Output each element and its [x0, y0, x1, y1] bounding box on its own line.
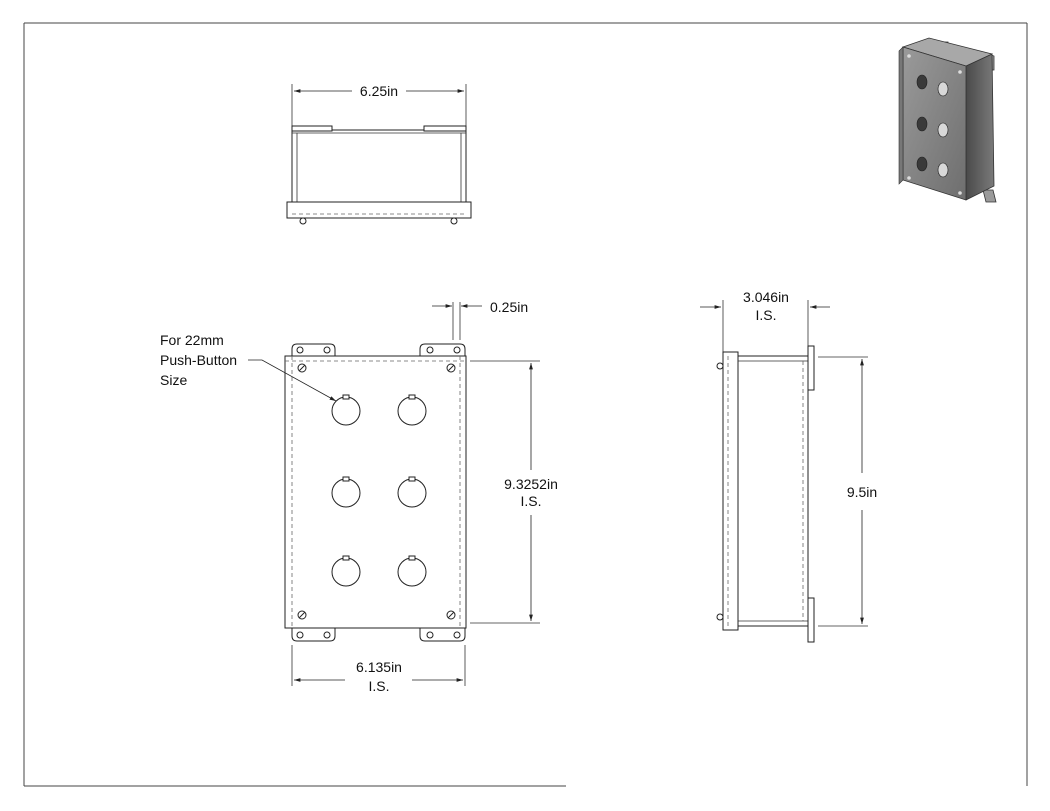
- dim-inner-width-note: I.S.: [368, 678, 389, 694]
- dim-top-width: 6.25in: [360, 83, 398, 99]
- top-view: 6.25in: [286, 83, 472, 225]
- isometric-view: [898, 37, 997, 203]
- pushbutton-hole: [331, 394, 361, 426]
- pushbutton-hole: [331, 555, 361, 587]
- side-view: 3.046in I.S. 9.5in: [700, 289, 877, 643]
- dim-depth-note: I.S.: [755, 307, 776, 323]
- dim-inner-height-note: I.S.: [520, 493, 541, 509]
- cover-screw: [297, 610, 307, 620]
- front-view: 0.25in 9.3252in I.S. 6.135in I.S. For 22…: [160, 299, 558, 694]
- cover-screw: [297, 363, 307, 373]
- pushbutton-hole: [397, 555, 427, 587]
- dim-depth: 3.046in: [743, 289, 789, 305]
- note-line-2: Push-Button: [160, 352, 237, 368]
- dim-inner-width: 6.135in: [356, 659, 402, 675]
- pushbutton-hole: [397, 394, 427, 426]
- dim-inner-height: 9.3252in: [504, 476, 558, 492]
- dim-flange-thickness: 0.25in: [490, 299, 528, 315]
- pushbutton-hole: [331, 476, 361, 508]
- pushbutton-hole: [397, 476, 427, 508]
- drawing-frame: [23, 22, 1028, 787]
- note-line-3: Size: [160, 372, 187, 388]
- cover-screw: [446, 363, 456, 373]
- note-line-1: For 22mm: [160, 332, 224, 348]
- cover-screw: [446, 610, 456, 620]
- dim-overall-height: 9.5in: [847, 484, 877, 500]
